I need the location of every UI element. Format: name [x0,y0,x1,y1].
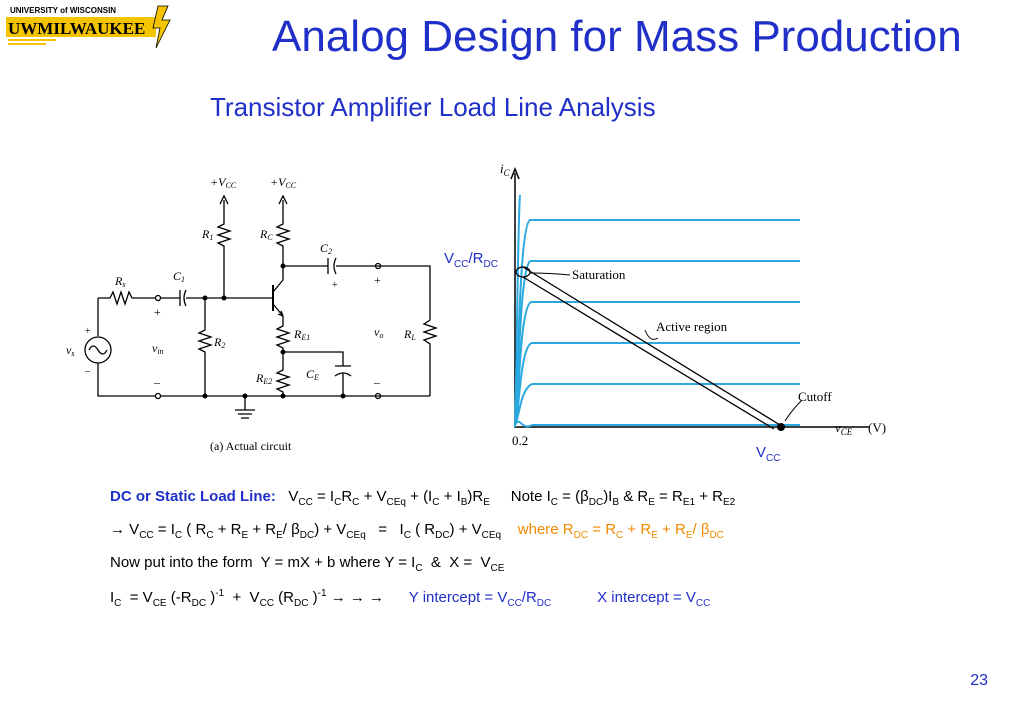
cutoff-point [777,423,785,431]
r1-label: R1 [201,227,213,242]
cutoff-label: Cutoff [798,389,832,404]
rc-label: RC [259,227,273,242]
rs-label: Rs [114,274,125,289]
vcc-rdc-label: VCC/RDC [444,250,498,270]
vs-minus: – [84,366,91,377]
vo-label: vo [374,325,383,340]
x-axis-unit: (V) [868,420,886,435]
collector-curve [514,420,800,428]
x-axis-label: vCE [835,420,853,437]
saturation-point [515,266,531,278]
vin-minus: – [153,375,161,389]
collector-curve [514,383,800,426]
amplifier-circuit-diagram: +VCC +VCC R1 RC C2 C1 Rs R [66,175,439,453]
equation-line-3: Now put into the form Y = mX + b where Y… [110,554,505,574]
collector-curves [514,194,800,428]
vcc-label-1: +VCC [210,175,237,190]
ce-plus: + [332,280,338,291]
r2-label: R2 [213,335,225,350]
page-number: 23 [970,672,988,689]
logo-main-text: UWMILWAUKEE [8,19,145,38]
uwm-logo: UNIVERSITY of WISCONSIN UWMILWAUKEE [6,5,171,49]
c1-label: C1 [173,269,185,284]
x-tick-label: 0.2 [512,433,528,448]
load-line-graph: iC vCE (V) 0.2 Saturation Active region … [500,161,886,448]
vs-plus: + [85,326,91,337]
lightning-bolt-icon [152,5,171,49]
vcc-x-intercept-label: VCC [756,444,781,464]
equation-line-1: DC or Static Load Line: VCC = ICRC + VCE… [110,488,736,508]
vin-label: vin [152,341,164,356]
c2-label: C2 [320,241,332,256]
saturation-curve [514,194,521,428]
vcc-label-2: +VCC [270,175,297,190]
re2-label: RE2 [255,371,272,386]
vo-minus: – [373,375,381,389]
vs-label: vs [66,343,74,358]
circuit-caption: (a) Actual circuit [210,439,292,453]
page-title: Analog Design for Mass Production [272,12,962,61]
vo-plus: + [374,273,381,287]
ce-label: CE [306,367,319,382]
logo-top-text: UNIVERSITY of WISCONSIN [10,6,116,15]
rl-label: RL [403,327,416,342]
page-subtitle: Transistor Amplifier Load Line Analysis [210,92,656,122]
y-axis-label: iC [500,161,511,178]
vin-plus: + [154,305,161,319]
equation-line-4: IC = VCE (-RDC )-1 + VCC (RDC )-1 → → → … [110,588,711,609]
load-line [522,266,781,426]
saturation-label: Saturation [572,267,626,282]
re1-label: RE1 [293,327,310,342]
equation-line-2: → VCC = IC ( RC + RE + RE/ βDC) + VCEq =… [110,521,724,541]
active-region-label: Active region [656,319,728,334]
